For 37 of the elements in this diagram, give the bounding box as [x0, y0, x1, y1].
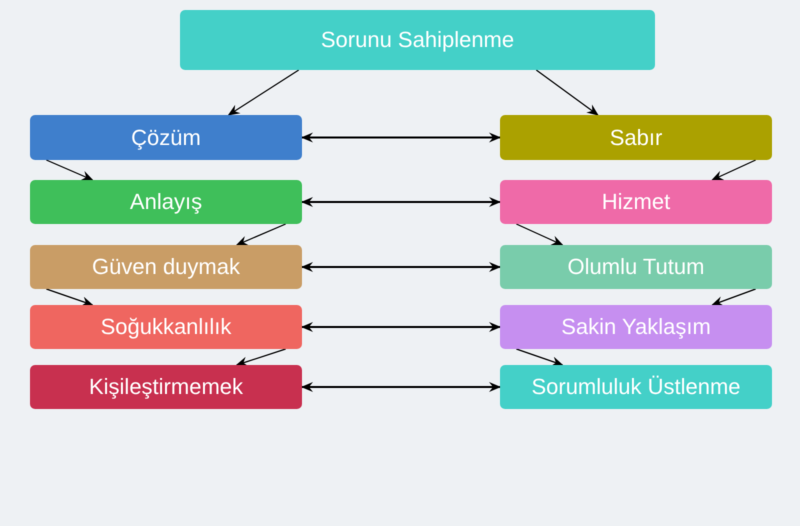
arrow	[236, 348, 286, 366]
arrow	[301, 132, 501, 142]
process-box	[30, 180, 302, 224]
process-box	[30, 115, 302, 160]
box-label: Kişileştirmemek	[88, 374, 244, 400]
process-box	[500, 365, 772, 409]
process-box	[500, 180, 772, 224]
arrow	[236, 223, 286, 246]
box-label: Soğukkanlılık	[100, 314, 232, 340]
box-label: Sorunu Sahiplenme	[320, 27, 514, 53]
arrow	[301, 197, 501, 207]
process-box	[500, 305, 772, 349]
arrow	[301, 382, 501, 392]
box-label: Olumlu Tutum	[568, 254, 704, 280]
arrow	[711, 159, 756, 181]
box-label: Çözüm	[131, 124, 201, 150]
process-box	[500, 245, 772, 289]
process-box	[500, 115, 772, 160]
box-label: Sakin Yaklaşım	[561, 314, 711, 340]
process-box	[30, 245, 302, 289]
arrow	[516, 348, 564, 366]
box-label: Sorumluluk Üstlenme	[531, 374, 741, 400]
process-box	[30, 305, 302, 349]
arrow	[228, 70, 300, 116]
process-box	[180, 10, 655, 70]
arrow	[536, 70, 599, 116]
arrow	[46, 159, 94, 181]
box-label: Hizmet	[602, 189, 670, 215]
arrow	[711, 288, 756, 306]
box-label: Anlayış	[130, 189, 202, 215]
arrow	[301, 262, 501, 272]
process-box	[30, 365, 302, 409]
arrow	[301, 322, 501, 332]
arrow	[516, 223, 564, 246]
box-label: Güven duymak	[92, 254, 240, 280]
arrow	[46, 288, 94, 306]
box-label: Sabır	[610, 124, 662, 150]
